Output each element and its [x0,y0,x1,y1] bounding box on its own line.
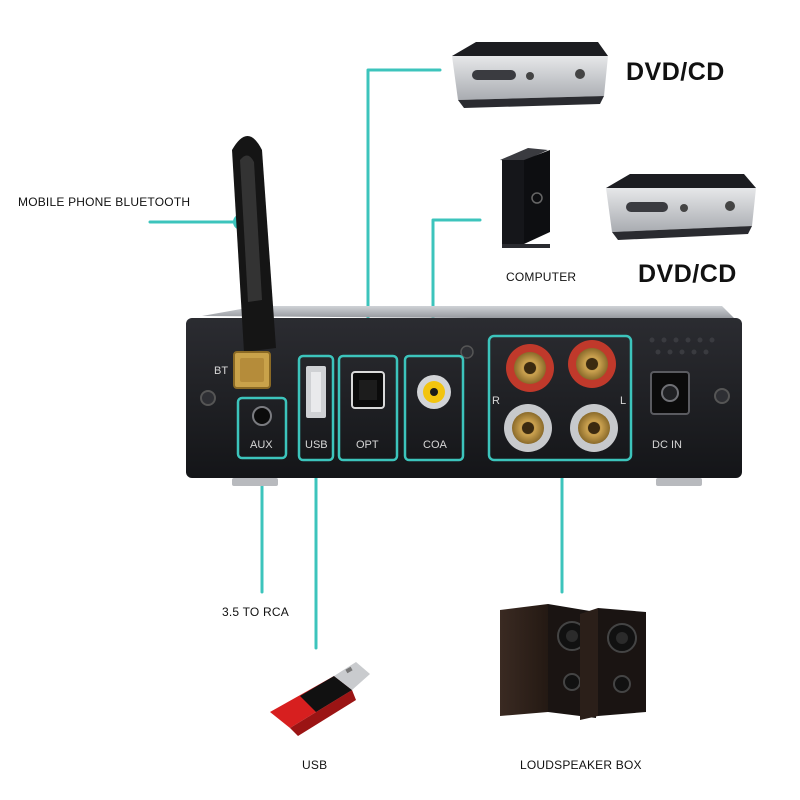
terminal-clear-left-icon [504,404,552,452]
opt-port-frame [337,354,399,462]
computer-tower-icon [500,148,550,248]
terminal-red-right-icon [568,340,616,388]
terminal-clear-right-icon [570,404,618,452]
amplifier-top [202,306,736,320]
dvd-middle-label: DVD/CD [638,260,737,288]
bt-port-label: BT [214,365,228,377]
antenna-icon [232,136,276,389]
screw-left-icon [200,390,216,406]
ground-screw-icon [460,345,474,359]
aux-port-frame [236,396,288,460]
amplifier-device: BT AUX USB OPT COA R L [186,136,742,486]
amplifier-foot-right [656,478,702,486]
mobile-bluetooth-label: MOBILE PHONE BLUETOOTH [18,195,191,209]
dvd-player-top-icon [452,42,608,108]
coa-port-frame [403,354,465,462]
line-optical [366,68,442,358]
l-channel-label: L [620,395,626,407]
rca-coaxial-pin [430,388,438,396]
usb-port-frame [297,354,335,462]
computer-label: COMPUTER [506,270,577,284]
speaker-terminal-frame [487,334,633,462]
amplifier-foot-left [232,478,278,486]
dc-in-pin-icon [661,384,679,402]
usb-socket-inner [311,372,321,412]
r-channel-label: R [492,395,500,407]
usb-flash-drive-icon [270,662,370,736]
loudspeaker-label: LOUDSPEAKER BOX [520,758,642,772]
aux-jack-icon [252,406,272,426]
usb-port-label: USB [305,439,328,451]
vent-grille [649,337,715,355]
opt-port-label: OPT [356,439,379,451]
usb-label: USB [302,758,328,772]
terminal-red-left-icon [506,344,554,392]
rca-label: 3.5 TO RCA [222,605,289,619]
dvd-top-label: DVD/CD [626,58,725,86]
aux-port-label: AUX [250,439,273,451]
screw-right-icon [714,388,730,404]
optical-socket-inner [359,380,377,400]
dvd-player-middle-icon [606,174,756,240]
coa-port-label: COA [423,439,448,451]
dc-in-port-label: DC IN [652,439,682,451]
loudspeaker-right-icon [580,608,646,720]
